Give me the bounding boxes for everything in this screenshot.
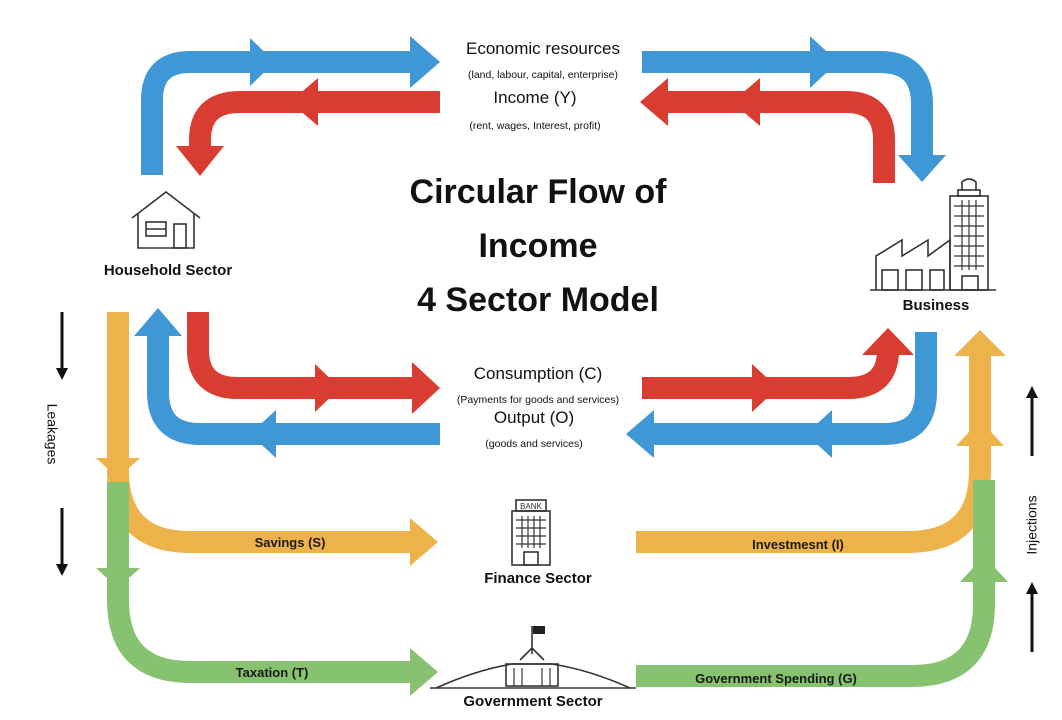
savings-label: Savings (S) (254, 535, 326, 550)
arrow-down-icon (56, 508, 68, 576)
diagram-title: Circular Flow of Income 4 Sector Model (410, 165, 667, 327)
finance-sector-label: Finance Sector (484, 570, 592, 587)
savings-flow (96, 312, 438, 566)
arrow-up-icon (1026, 386, 1038, 456)
title-line-2: Income (478, 227, 598, 265)
resources-label: Economic resources (465, 39, 621, 58)
consumption-detail: (Payments for goods and services) (456, 394, 620, 406)
taxation-label: Taxation (T) (235, 665, 309, 680)
leakages-label: Leakages (44, 403, 61, 465)
consumption-flow-right (642, 328, 914, 412)
output-label: Output (O) (493, 408, 575, 427)
government-sector-label: Government Sector (463, 693, 603, 710)
injections-label: Injections (1023, 495, 1040, 555)
output-flow-left (134, 308, 440, 458)
factory-icon (870, 178, 996, 291)
bank-sign: BANK (520, 502, 542, 511)
income-label: Income (Y) (493, 88, 577, 107)
gov-spending-flow (636, 480, 1008, 687)
income-flow-left (176, 78, 440, 176)
output-flow-right (626, 332, 937, 458)
gov-spending-label: Government Spending (G) (695, 671, 857, 686)
consumption-flow-left (187, 312, 440, 414)
output-detail: (goods and services) (485, 438, 583, 450)
arrow-up-icon (1026, 582, 1038, 652)
investment-flow (636, 330, 1006, 553)
resources-detail: (land, labour, capital, enterprise) (468, 69, 618, 81)
income-flow-right (640, 78, 895, 183)
consumption-label: Consumption (C) (473, 364, 603, 383)
title-line-1: Circular Flow of (409, 173, 667, 211)
resources-flow-left (141, 36, 440, 175)
income-detail: (rent, wages, Interest, profit) (469, 120, 601, 132)
resources-flow-right (642, 36, 946, 182)
arrow-down-icon (56, 312, 68, 380)
parliament-icon (430, 626, 636, 689)
household-sector-label: Household Sector (103, 262, 233, 279)
bank-icon: BANK (511, 499, 551, 566)
taxation-flow (96, 482, 438, 696)
business-sector-label: Business (902, 297, 970, 314)
house-icon (131, 190, 201, 249)
investment-label: Investmesnt (I) (752, 537, 844, 552)
title-line-3: 4 Sector Model (417, 281, 659, 319)
